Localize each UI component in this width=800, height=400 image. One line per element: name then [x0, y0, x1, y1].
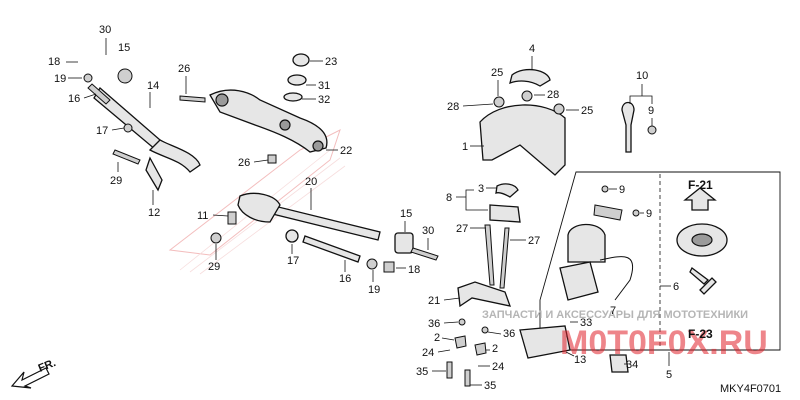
callout-26a: 26	[178, 63, 190, 75]
callout-15a: 15	[118, 42, 130, 54]
callout-29b: 29	[208, 261, 220, 273]
callout-13: 13	[574, 354, 586, 366]
callout-14: 14	[147, 80, 159, 92]
callout-27a: 27	[456, 223, 468, 235]
bridge-bolt	[179, 95, 206, 103]
callout-10: 10	[636, 70, 648, 82]
callout-4: 4	[529, 43, 535, 55]
watermark: ЗАПЧАСТИ И АКСЕССУАРЫ ДЛЯ МОТОТЕХНИКИ M0…	[482, 309, 768, 362]
callout-25a: 25	[491, 67, 503, 79]
ignition-switch-box	[539, 171, 781, 373]
callout-9b: 9	[619, 184, 625, 196]
callout-11: 11	[197, 210, 208, 222]
callout-29a: 29	[110, 175, 122, 187]
direction-label: FR.	[37, 357, 58, 375]
callout-19a: 19	[54, 73, 66, 85]
callout-35b: 35	[484, 380, 496, 392]
callout-16b: 16	[339, 273, 351, 285]
callout-30a: 30	[99, 24, 111, 36]
callout-17a: 17	[96, 125, 108, 137]
key-set-10	[621, 101, 657, 153]
callout-33: 33	[580, 317, 592, 329]
callout-16a: 16	[68, 93, 80, 105]
callout-17b: 17	[287, 255, 299, 267]
watermark-logo: M0T0F0X.RU	[560, 324, 768, 362]
top-bridge	[179, 89, 328, 164]
front-direction-arrow: FR.	[10, 357, 58, 389]
callout-9a: 9	[648, 105, 654, 117]
callout-31: 31	[318, 80, 330, 92]
callout-8: 8	[446, 192, 452, 204]
callout-27b: 27	[528, 235, 540, 247]
callout-26b: 26	[238, 157, 250, 169]
ref-box	[676, 187, 728, 295]
callout-15b: 15	[400, 208, 412, 220]
handle-bolt	[112, 149, 141, 165]
callout-9c: 9	[646, 208, 652, 220]
handlebar-assembly	[83, 68, 201, 192]
callout-34: 34	[626, 359, 638, 371]
callouts: 30 15 18 19 16 14 17 29 12 26 23 31 32 2…	[48, 24, 713, 392]
callout-28b: 28	[547, 89, 559, 101]
ref-f21: F-21	[688, 178, 713, 192]
callout-21: 21	[428, 295, 440, 307]
callout-5: 5	[666, 369, 672, 381]
callout-2a: 2	[434, 332, 440, 344]
callout-24a: 24	[422, 347, 434, 359]
callout-25b: 25	[581, 105, 593, 117]
callout-35a: 35	[416, 366, 428, 378]
callout-28a: 28	[447, 101, 459, 113]
callout-19b: 19	[368, 284, 380, 296]
watermark-text: ЗАПЧАСТИ И АКСЕССУАРЫ ДЛЯ МОТОТЕХНИКИ	[482, 309, 748, 321]
callout-36b: 36	[503, 328, 515, 340]
callout-30b: 30	[422, 225, 434, 237]
lower-bracket	[446, 318, 571, 387]
callout-24b: 24	[492, 361, 504, 373]
bolt-11	[227, 211, 237, 225]
callout-36a: 36	[428, 318, 440, 330]
callout-32: 32	[318, 94, 330, 106]
callout-18a: 18	[48, 56, 60, 68]
callout-18b: 18	[408, 264, 420, 276]
pipe-end-collar	[117, 68, 133, 84]
ignition-cover	[457, 68, 566, 308]
callout-23: 23	[325, 56, 337, 68]
callout-2b: 2	[492, 343, 498, 355]
callout-1: 1	[462, 141, 468, 153]
callout-6: 6	[673, 281, 679, 293]
callout-22: 22	[340, 145, 352, 157]
nut-26	[267, 154, 277, 164]
callout-7: 7	[610, 305, 616, 317]
upper-fitting-23-31-32	[283, 53, 310, 102]
small-nut	[83, 73, 93, 83]
ref-f23: F-23	[688, 327, 713, 341]
diagram-code: MKY4F0701	[720, 383, 781, 395]
callout-3: 3	[478, 183, 484, 195]
callout-20: 20	[305, 176, 317, 188]
callout-12: 12	[148, 207, 160, 219]
handlebar-20	[210, 192, 439, 273]
